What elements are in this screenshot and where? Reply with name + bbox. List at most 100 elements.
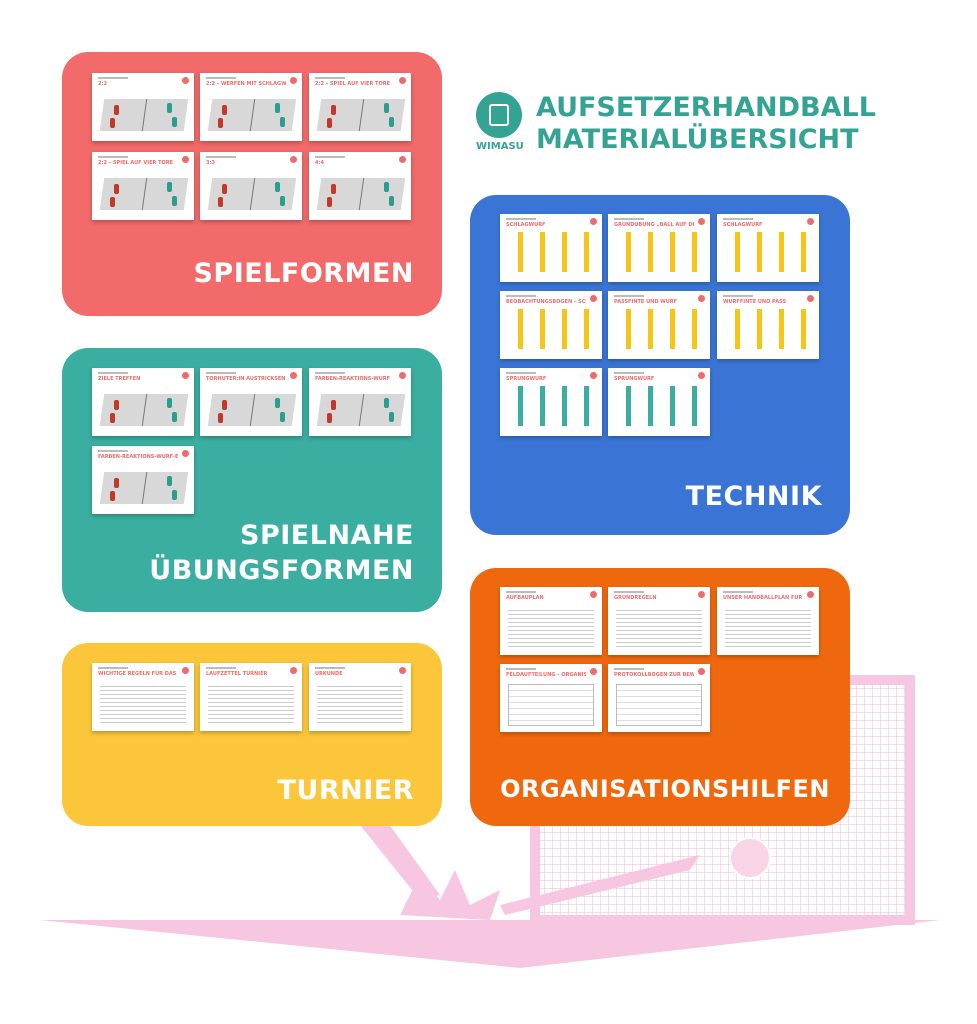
material-thumbnail[interactable]: PASSFINTE UND WURF <box>608 291 710 359</box>
logo-icon <box>399 156 406 163</box>
logo-icon <box>807 295 814 302</box>
logo-text: WIMASU <box>476 141 524 152</box>
thumbnail-title: GRUNDÜBUNG „BALL AUF DEM KOPF“ <box>614 222 694 228</box>
material-thumbnail[interactable]: SPRUNGWURF <box>500 368 602 436</box>
material-thumbnail[interactable]: 2:2 – SPIEL AUF VIER TORE <box>92 152 194 220</box>
material-thumbnail[interactable]: 4:4 <box>309 152 411 220</box>
technique-illustration <box>618 309 700 349</box>
thumbnail-title: FELDAUFTEILUNG – ORGANISATIONSHILFE <box>506 672 586 678</box>
thumbnail-title: GRUNDREGELN <box>614 595 657 601</box>
thumbnail-title: SPRUNGWURF <box>506 376 547 382</box>
thumbnail-title: 2:2 – SPIEL AUF VIER TORE <box>315 81 391 87</box>
thumbnail-title: PROTOKOLLBOGEN ZUR BEWERTUNG <box>614 672 694 678</box>
logo-icon <box>182 667 189 674</box>
logo-icon <box>290 77 297 84</box>
text-illustration <box>725 607 811 649</box>
logo-icon <box>590 668 597 675</box>
text-illustration <box>208 683 294 725</box>
logo-icon <box>290 372 297 379</box>
material-thumbnail[interactable]: LAUFZETTEL TURNIER <box>200 663 302 731</box>
logo-icon <box>290 667 297 674</box>
title-line-1: AUFSETZERHANDBALL <box>536 92 876 123</box>
material-thumbnail[interactable]: GRUNDREGELN <box>608 587 710 655</box>
technique-illustration <box>618 386 700 426</box>
title-line-2: MATERIALÜBERSICHT <box>536 124 859 155</box>
logo-icon <box>290 156 297 163</box>
thumbnail-title: 2:2 – SPIEL AUF VIER TORE <box>98 160 174 166</box>
thumbnail-title: 2:2 <box>98 81 107 87</box>
logo-icon <box>399 77 406 84</box>
thumbnail-title: WICHTIGE REGELN FÜR DAS HANDBALL-TURNIER <box>98 671 178 677</box>
logo-icon <box>590 591 597 598</box>
material-thumbnail[interactable]: GRUNDÜBUNG „BALL AUF DEM KOPF“ <box>608 214 710 282</box>
logo-icon <box>182 77 189 84</box>
thumbnail-title: BEOBACHTUNGSBOGEN – SCHLAGWURF <box>506 299 586 305</box>
thumbnail-title: ZIELE TREFFEN <box>98 376 141 382</box>
logo-icon <box>590 372 597 379</box>
logo-icon <box>807 591 814 598</box>
logo-icon <box>399 667 406 674</box>
section-label: TURNIER <box>277 775 414 806</box>
text-illustration <box>508 607 594 649</box>
material-thumbnail[interactable]: WICHTIGE REGELN FÜR DAS HANDBALL-TURNIER <box>92 663 194 731</box>
material-thumbnail[interactable]: SCHLAGWURF <box>717 214 819 282</box>
thumbnail-title: UNSER HANDBALLPLAN FÜR DIE NÄCHSTEN WOCH… <box>723 595 803 601</box>
logo-icon <box>698 372 705 379</box>
box-icon <box>489 104 509 126</box>
logo-icon <box>399 372 406 379</box>
material-thumbnail[interactable]: 2:2 – SPIEL AUF VIER TORE <box>309 73 411 141</box>
thumbnail-title: URKUNDE <box>315 671 343 677</box>
thumbnail-title: 3:3 <box>206 160 215 166</box>
section-label: SPIELFORMEN <box>193 258 414 289</box>
material-thumbnail[interactable]: 2:2 <box>92 73 194 141</box>
material-thumbnail[interactable]: FELDAUFTEILUNG – ORGANISATIONSHILFE <box>500 664 602 732</box>
table-illustration <box>616 684 702 726</box>
thumbnail-title: WURFFINTE UND PASS <box>723 299 787 305</box>
material-thumbnail[interactable]: UNSER HANDBALLPLAN FÜR DIE NÄCHSTEN WOCH… <box>717 587 819 655</box>
thumbnail-title: SCHLAGWURF <box>723 222 763 228</box>
logo-icon <box>182 156 189 163</box>
section-label: TECHNIK <box>685 481 822 512</box>
technique-illustration <box>510 386 592 426</box>
material-thumbnail[interactable]: PROTOKOLLBOGEN ZUR BEWERTUNG <box>608 664 710 732</box>
thumbnail-title: PASSFINTE UND WURF <box>614 299 678 305</box>
material-thumbnail[interactable]: FARBEN-REAKTIONS-WURF <box>309 368 411 436</box>
material-thumbnail[interactable]: 3:3 <box>200 152 302 220</box>
logo-icon <box>807 218 814 225</box>
logo-icon <box>590 218 597 225</box>
section-label: ORGANISATIONSHILFEN <box>500 775 830 803</box>
material-thumbnail[interactable]: BEOBACHTUNGSBOGEN – SCHLAGWURF <box>500 291 602 359</box>
text-illustration <box>616 607 702 649</box>
thumbnail-title: SCHLAGWURF <box>506 222 546 228</box>
technique-illustration <box>510 232 592 272</box>
material-thumbnail[interactable]: WURFFINTE UND PASS <box>717 291 819 359</box>
logo-icon <box>182 450 189 457</box>
material-thumbnail[interactable]: 2:2 – WERFEN MIT SCHLAGWURF <box>200 73 302 141</box>
material-thumbnail[interactable]: SPRUNGWURF <box>608 368 710 436</box>
material-thumbnail[interactable]: URKUNDE <box>309 663 411 731</box>
thumbnail-title: 4:4 <box>315 160 324 166</box>
text-illustration <box>100 683 186 725</box>
logo-icon <box>698 295 705 302</box>
thumbnail-title: FARBEN-REAKTIONS-WURF <box>315 376 391 382</box>
logo-icon <box>698 591 705 598</box>
material-thumbnail[interactable]: AUFBAUPLAN <box>500 587 602 655</box>
wimasu-logo <box>476 92 522 138</box>
logo-icon <box>698 218 705 225</box>
material-thumbnail[interactable]: SCHLAGWURF <box>500 214 602 282</box>
thumbnail-title: TORHÜTER:IN AUSTRICKSEN <box>206 376 286 382</box>
material-thumbnail[interactable]: ZIELE TREFFEN <box>92 368 194 436</box>
technique-illustration <box>727 309 809 349</box>
logo-icon <box>590 295 597 302</box>
technique-illustration <box>618 232 700 272</box>
thumbnail-title: SPRUNGWURF <box>614 376 655 382</box>
material-thumbnail[interactable]: TORHÜTER:IN AUSTRICKSEN <box>200 368 302 436</box>
technique-illustration <box>510 309 592 349</box>
technique-illustration <box>727 232 809 272</box>
header: WIMASU AUFSETZERHANDBALL MATERIALÜBERSIC… <box>476 92 876 158</box>
text-illustration <box>317 683 403 725</box>
table-illustration <box>508 684 594 726</box>
thumbnail-title: FARBEN-REAKTIONS-WURF-EXTREME <box>98 454 178 460</box>
material-thumbnail[interactable]: FARBEN-REAKTIONS-WURF-EXTREME <box>92 446 194 514</box>
